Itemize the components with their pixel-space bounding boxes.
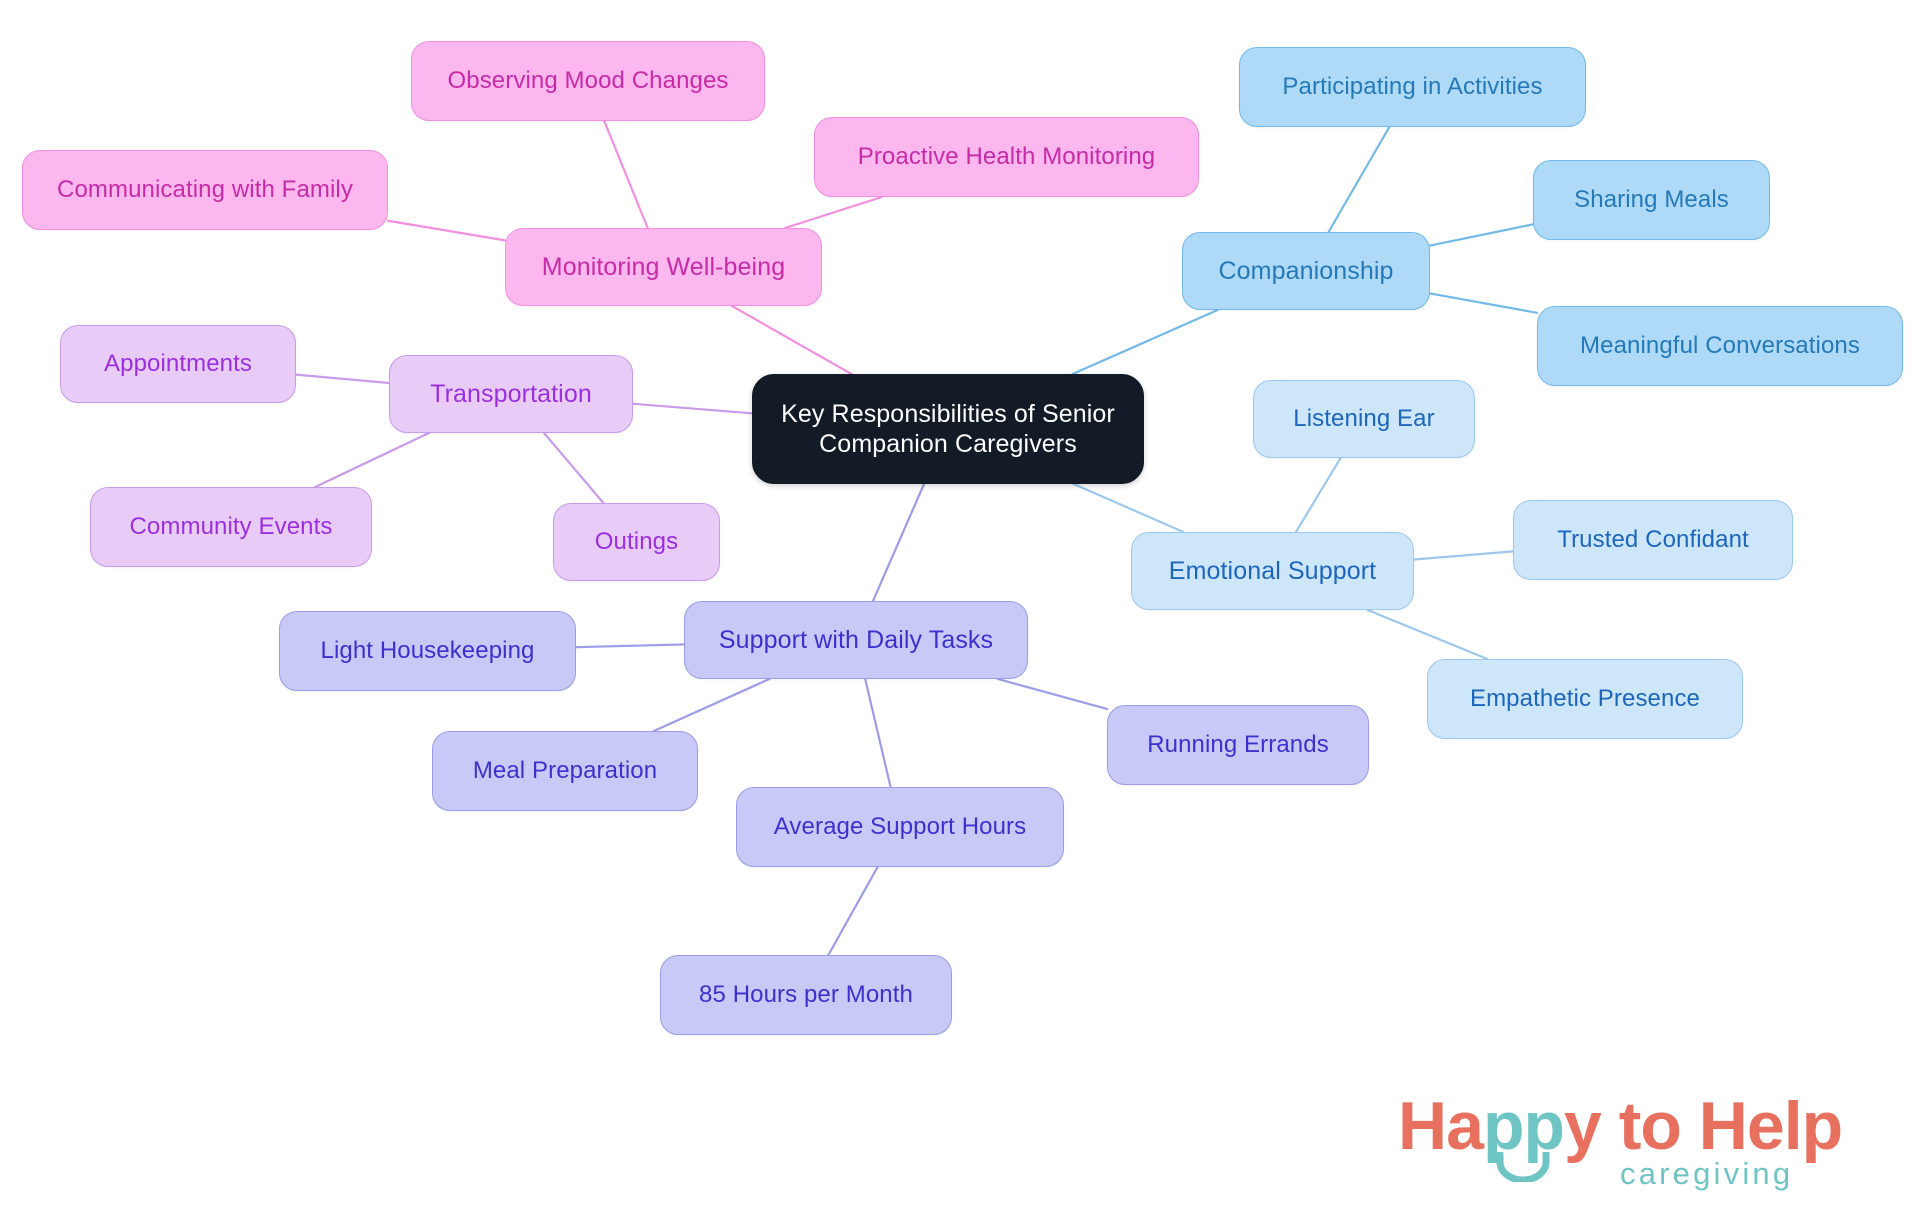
edge-emotional-support-to-empathetic-presence [1366,608,1489,661]
edge-transportation-to-outings [542,431,605,505]
edge-support-with-daily-tasks-to-light-housekeeping [574,643,686,649]
node-label: Community Events [129,513,333,541]
edge-root-to-companionship [1071,308,1219,376]
node-label: Listening Ear [1293,405,1435,433]
edge-companionship-to-participating-in-activities [1327,125,1391,234]
mindmap-node-monitoring[interactable]: Monitoring Well-being [505,228,822,306]
mindmap-node-emotional-support[interactable]: Emotional Support [1131,532,1414,610]
edge-root-to-support-with-daily-tasks [871,482,926,603]
edge-companionship-to-sharing-meals [1428,223,1535,247]
edge-companionship-to-meaningful-conversations [1428,292,1539,314]
node-label: Emotional Support [1168,556,1377,585]
edge-transportation-to-appointments [294,373,391,385]
node-label: Meal Preparation [472,757,658,785]
edge-transportation-to-community-events [314,431,430,489]
edge-monitoring-to-observing-mood-changes [603,119,649,230]
mindmap-node-proactive-health-monitoring[interactable]: Proactive Health Monitoring [814,117,1199,197]
mindmap-node-outings[interactable]: Outings [553,503,720,581]
node-label: Trusted Confidant [1557,526,1749,554]
node-label: Communicating with Family [57,176,353,204]
logo-to-help: to Help [1600,1088,1843,1164]
mindmap-node-transportation[interactable]: Transportation [389,355,633,433]
node-label: Observing Mood Changes [447,67,729,95]
edge-emotional-support-to-listening-ear [1294,456,1342,534]
node-label: Support with Daily Tasks [718,625,994,654]
node-label: 85 Hours per Month [699,981,913,1009]
logo-happy-pre: Ha [1398,1088,1484,1164]
node-label: Outings [594,528,679,556]
edge-root-to-transportation [631,402,754,415]
edge-root-to-monitoring [730,304,853,376]
mindmap-node-average-support-hours[interactable]: Average Support Hours [736,787,1064,867]
edge-support-with-daily-tasks-to-average-support-hours [864,677,892,789]
mindmap-node-listening-ear[interactable]: Listening Ear [1253,380,1475,458]
node-label: Empathetic Presence [1469,685,1701,713]
mindmap-node-participating-in-activities[interactable]: Participating in Activities [1239,47,1586,127]
edge-root-to-emotional-support [1072,482,1185,534]
node-label: Transportation [430,379,592,408]
brand-logo: Happy to Help caregiving [1398,1092,1898,1202]
logo-wordmark: Happy to Help [1398,1092,1843,1160]
mindmap-node-support-with-daily-tasks[interactable]: Support with Daily Tasks [684,601,1028,679]
mindmap-node-meal-preparation[interactable]: Meal Preparation [432,731,698,811]
mindmap-node-observing-mood-changes[interactable]: Observing Mood Changes [411,41,765,121]
mindmap-node-meaningful-conversations[interactable]: Meaningful Conversations [1537,306,1903,386]
node-label: Proactive Health Monitoring [857,143,1156,171]
edge-emotional-support-to-trusted-confidant [1412,550,1515,561]
node-label: Running Errands [1147,731,1329,759]
node-label: Light Housekeeping [320,637,535,665]
mindmap-node-light-housekeeping[interactable]: Light Housekeeping [279,611,576,691]
node-label: Key Responsibilities of Senior Companion… [781,399,1115,459]
smile-icon [1496,1152,1550,1182]
logo-happy-post: y [1564,1088,1602,1164]
mindmap-node-running-errands[interactable]: Running Errands [1107,705,1369,785]
node-label: Sharing Meals [1574,186,1729,214]
edge-support-with-daily-tasks-to-meal-preparation [652,677,771,733]
mindmap-node-sharing-meals[interactable]: Sharing Meals [1533,160,1770,240]
logo-happy-mid: pp [1482,1088,1565,1164]
node-label: Appointments [104,350,252,378]
mindmap-node-appointments[interactable]: Appointments [60,325,296,403]
mindmap-node-empathetic-presence[interactable]: Empathetic Presence [1427,659,1743,739]
logo-tagline: caregiving [1620,1156,1794,1191]
edge-support-with-daily-tasks-to-running-errands [996,677,1109,711]
mindmap-node-trusted-confidant[interactable]: Trusted Confidant [1513,500,1793,580]
edge-monitoring-to-communicating-with-family [386,219,507,242]
edge-average-support-hours-to-85-hours-per-month [827,865,879,957]
node-label: Participating in Activities [1282,73,1543,101]
node-label: Monitoring Well-being [541,252,786,281]
mindmap-node-root[interactable]: Key Responsibilities of Senior Companion… [752,374,1144,484]
node-label: Average Support Hours [773,813,1027,841]
edge-monitoring-to-proactive-health-monitoring [784,195,883,230]
node-label: Companionship [1218,256,1394,285]
mindmap-node-companionship[interactable]: Companionship [1182,232,1430,310]
mindmap-node-85-hours-per-month[interactable]: 85 Hours per Month [660,955,952,1035]
node-label: Meaningful Conversations [1580,332,1860,360]
mindmap-node-communicating-with-family[interactable]: Communicating with Family [22,150,388,230]
mindmap-node-community-events[interactable]: Community Events [90,487,372,567]
